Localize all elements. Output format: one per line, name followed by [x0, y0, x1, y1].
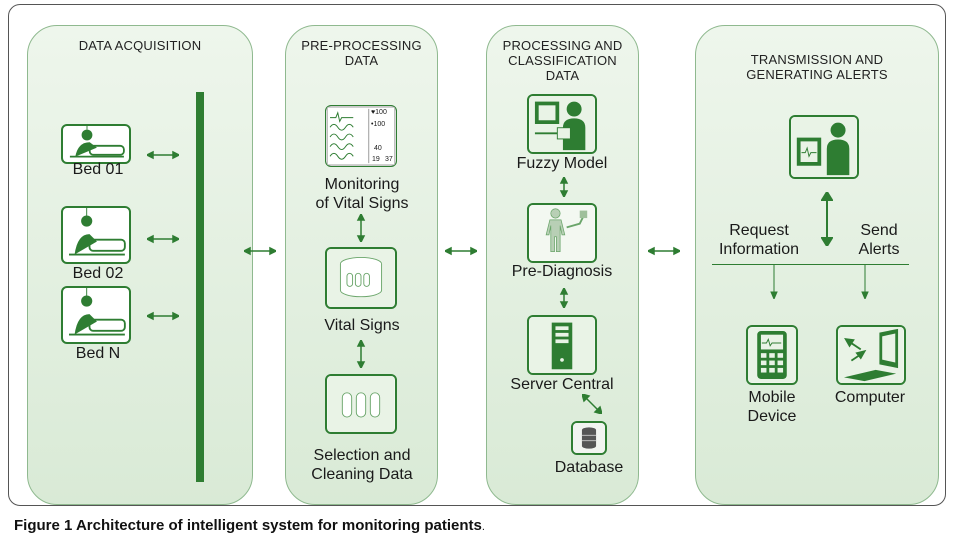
monitor-readout: 37	[385, 156, 393, 163]
panel-title: DATA ACQUISITION	[78, 38, 202, 53]
figure-caption-text: Architecture of intelligent system for m…	[72, 517, 482, 534]
send-alerts-label: Send Alerts	[858, 222, 900, 258]
panel-transmission: TRANSMISSION AND GENERATING ALERTS	[695, 25, 939, 505]
distribution-line	[712, 264, 909, 265]
data-selection-icon	[325, 374, 397, 434]
computer-icon	[836, 325, 906, 385]
bed-link-arrow	[147, 234, 179, 244]
acquisition-bus-bar	[196, 92, 204, 482]
stage-link-arrow	[445, 246, 477, 256]
diagonal-link-arrow	[582, 394, 602, 414]
vertical-link-arrow	[559, 177, 569, 197]
stage-link-arrow	[648, 246, 680, 256]
figure-caption-label: Figure 1	[14, 517, 73, 534]
vital-signs-monitor-icon	[325, 105, 397, 167]
panel-data-acquisition: DATA ACQUISITION	[27, 25, 253, 505]
database-icon	[571, 421, 607, 455]
vital-signs-storage-icon	[325, 247, 397, 309]
mobile-device-icon	[746, 325, 798, 385]
monitor-readout: ♥100	[371, 109, 387, 116]
panel-title: PRE-PROCESSING DATA	[301, 38, 422, 68]
request-information-label: Request Information	[718, 222, 800, 258]
bed-icon	[61, 124, 131, 164]
bed-icon	[61, 286, 131, 344]
fuzzy-model-label: Fuzzy Model	[516, 155, 608, 172]
stage-link-arrow	[244, 246, 276, 256]
down-arrow	[770, 265, 778, 299]
mobile-device-label: Mobile Device	[747, 389, 797, 425]
vertical-link-arrow	[559, 288, 569, 308]
monitor-readout: 40	[374, 145, 382, 152]
panel-title: PROCESSING AND CLASSIFICATION DATA	[502, 38, 623, 83]
selection-label: Selection and Cleaning Data	[311, 447, 413, 483]
bed-link-arrow	[147, 150, 179, 160]
bed-link-arrow	[147, 311, 179, 321]
server-label: Server Central	[510, 376, 614, 393]
monitor-readout: •100	[371, 121, 386, 128]
figure-frame	[8, 4, 946, 506]
vertical-link-arrow	[821, 192, 833, 246]
server-icon	[527, 315, 597, 375]
figure-caption: Figure 1 Architecture of intelligent sys…	[14, 517, 485, 534]
bed-label: Bed N	[75, 345, 121, 362]
database-label: Database	[554, 459, 624, 476]
vertical-link-arrow	[356, 214, 366, 242]
fuzzy-model-icon	[527, 94, 597, 154]
operator-terminal-icon	[789, 115, 859, 179]
bed-icon	[61, 206, 131, 264]
figure-caption-end: .	[481, 521, 485, 533]
vital-signs-label: Vital Signs	[324, 317, 400, 334]
panel-title: TRANSMISSION AND GENERATING ALERTS	[746, 52, 888, 82]
computer-label: Computer	[834, 389, 906, 406]
bed-label: Bed 01	[72, 161, 124, 178]
bed-label: Bed 02	[72, 265, 124, 282]
down-arrow	[861, 265, 869, 299]
monitoring-label: Monitoring of Vital Signs	[315, 176, 409, 212]
monitor-readout: 19	[372, 156, 380, 163]
vertical-link-arrow	[356, 340, 366, 368]
pre-diagnosis-label: Pre-Diagnosis	[511, 263, 613, 280]
pre-diagnosis-icon	[527, 203, 597, 263]
